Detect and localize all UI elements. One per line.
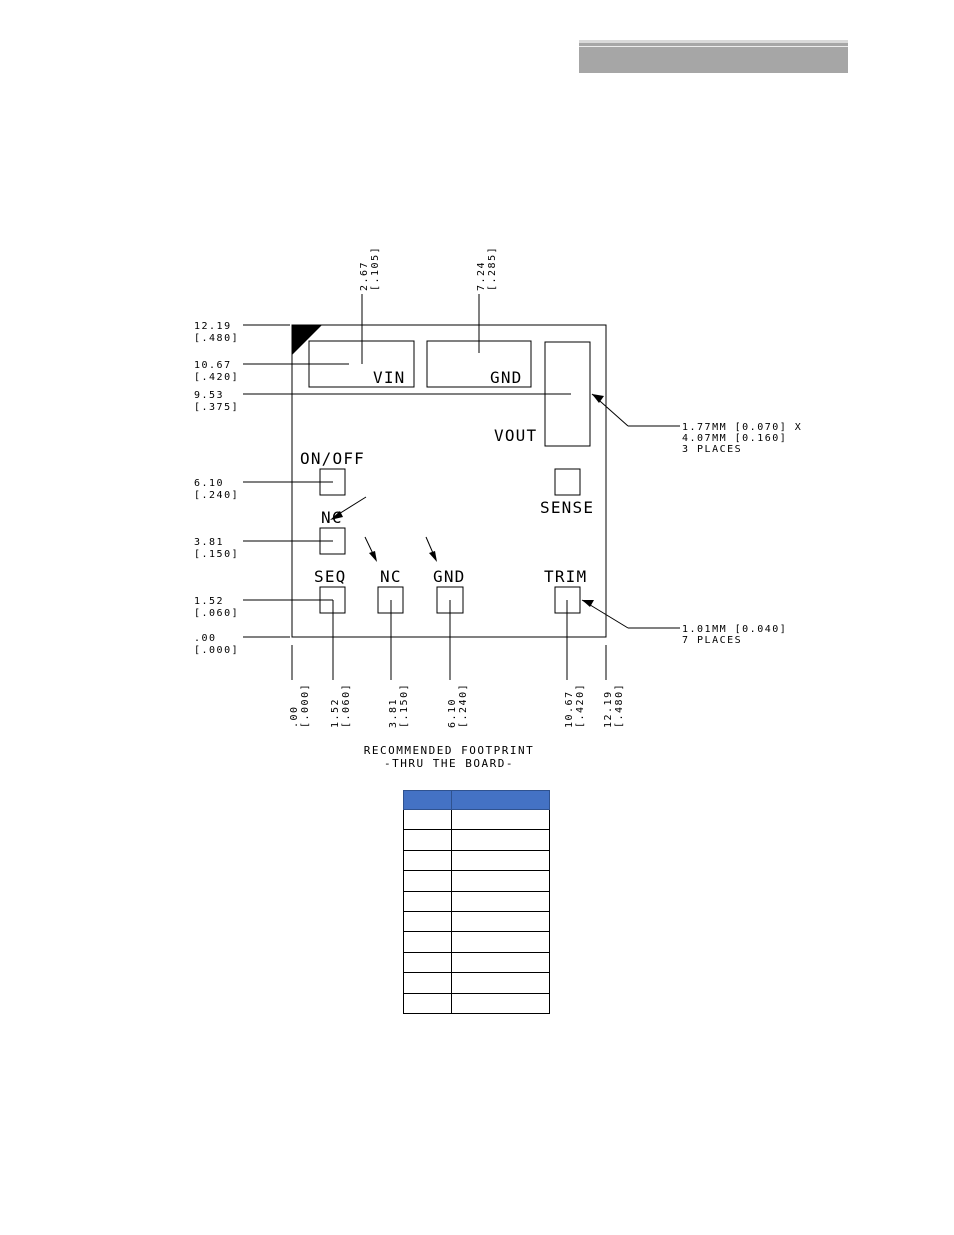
table-cell [403,951,452,974]
table-cell [451,890,550,912]
left-dim-in: [.420] [194,372,239,383]
table-row [403,972,550,994]
label-gnd-bottom: GND [433,567,466,586]
left-dim-mm: 12.19 [194,321,232,332]
table-row [403,931,550,953]
top-dim-mm: 7.24 [476,261,487,291]
table-row [403,829,550,851]
note-small-line: 7 PLACES [682,635,742,646]
label-vin: VIN [373,368,406,387]
table-header-cell [403,790,452,810]
pad-sense [554,468,581,496]
table-cell [403,910,452,933]
bottom-dim-in: [.480] [614,683,625,728]
table-header-cell [451,790,550,810]
left-dim-in: [.480] [194,333,239,344]
table-cell [403,890,452,912]
note-small-line: 1.01MM [0.040] [682,624,787,635]
table-cell [403,992,452,1014]
bottom-dim-in: [.240] [458,683,469,728]
bottom-dim-mm: 12.19 [603,690,614,728]
table-row [403,951,550,974]
note-large-line: 4.07MM [0.160] [682,433,787,444]
bottom-dim-mm: 3.81 [388,698,399,728]
note-large-line: 3 PLACES [682,444,742,455]
caption-line: RECOMMENDED FOOTPRINT [364,744,535,757]
bottom-dim-in: [.060] [341,683,352,728]
label-vout: VOUT [494,426,537,445]
table-cell [403,849,452,872]
table-cell [403,870,452,892]
table-cell [451,931,550,953]
left-dim-in: [.240] [194,490,239,501]
table-row [403,992,550,1014]
table-row [403,870,550,892]
label-sense: SENSE [540,498,594,517]
left-dim-in: [.000] [194,645,239,656]
label-on-off: ON/OFF [300,449,365,468]
table-cell [451,870,550,892]
pin1-marker [292,325,322,355]
table-cell [451,992,550,1014]
table-cell [451,849,550,872]
table-cell [451,951,550,974]
bottom-dim-in: [.150] [399,683,410,728]
bottom-dim-mm: 10.67 [564,690,575,728]
table-header-row [403,790,550,810]
label-gnd-top: GND [490,368,523,387]
bottom-dim-mm: .00 [289,705,300,728]
table-cell [403,808,452,831]
bottom-dim-mm: 1.52 [330,698,341,728]
module-outline [291,324,607,638]
note-large-line: 1.77MM [0.070] X [682,422,802,433]
header-bar [579,40,848,73]
bottom-dim-in: [.420] [575,683,586,728]
pin-table [403,790,550,1014]
table-cell [451,910,550,933]
top-dim-mm: 2.67 [359,261,370,291]
left-dim-mm: 1.52 [194,596,224,607]
table-row [403,808,550,831]
left-dim-in: [.060] [194,608,239,619]
label-nc-bottom: NC [380,567,402,586]
caption-line: -THRU THE BOARD- [384,757,514,770]
left-dim-in: [.375] [194,402,239,413]
table-row [403,910,550,933]
table-cell [451,972,550,994]
top-dim-in: [.285] [487,246,498,291]
table-cell [403,931,452,953]
left-dim-mm: 10.67 [194,360,232,371]
left-dim-in: [.150] [194,549,239,560]
table-cell [403,972,452,994]
left-dim-mm: 6.10 [194,478,224,489]
table-cell [451,829,550,851]
label-seq: SEQ [314,567,347,586]
table-cell [451,808,550,831]
label-nc-left: NC [321,508,343,527]
bottom-dim-in: [.000] [300,683,311,728]
table-row [403,890,550,912]
left-dim-mm: 9.53 [194,390,224,401]
table-row [403,849,550,872]
left-dim-mm: 3.81 [194,537,224,548]
top-dim-in: [.105] [370,246,381,291]
table-cell [403,829,452,851]
bottom-dim-mm: 6.10 [447,698,458,728]
label-trim: TRIM [544,567,587,586]
left-dim-mm: .00 [194,633,217,644]
